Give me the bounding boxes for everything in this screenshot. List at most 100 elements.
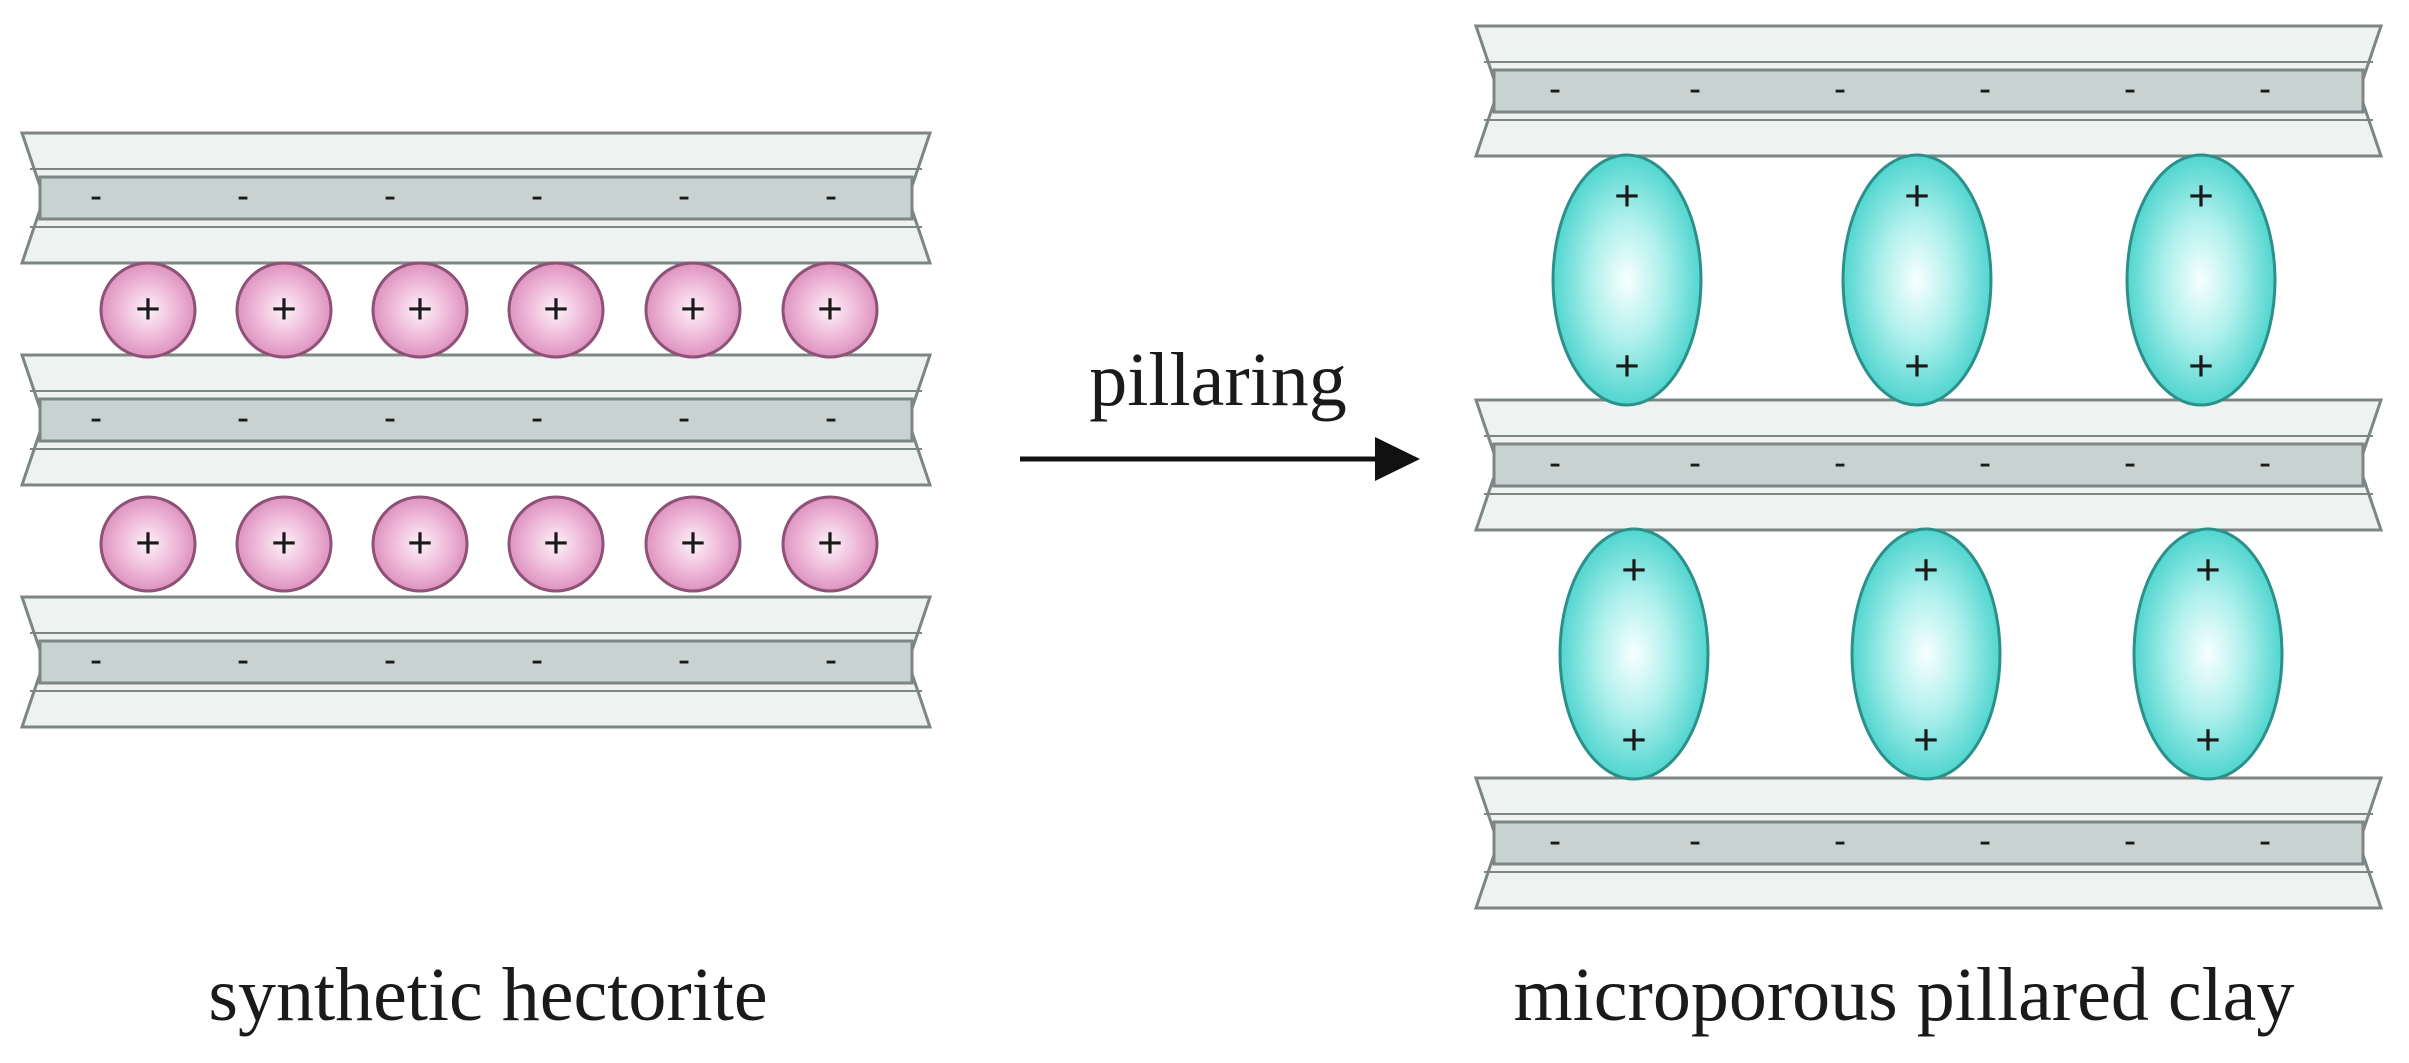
cation-sphere (235, 495, 333, 593)
positive-charge: + (271, 517, 297, 568)
positive-charge: + (135, 283, 161, 334)
negative-charge: - (2259, 70, 2270, 107)
right-caption: microporous pillared clay (1514, 953, 2295, 1037)
pillar: ++ (1850, 527, 2002, 781)
positive-charge: + (817, 283, 843, 334)
cation-sphere (781, 261, 879, 359)
negative-charge: - (1834, 70, 1845, 107)
positive-charge: + (2195, 714, 2221, 765)
layer-core (1492, 820, 2365, 866)
positive-charge: + (543, 283, 569, 334)
interlayer-cation: + (507, 261, 605, 359)
negative-charge: - (237, 399, 248, 436)
positive-charge: + (1913, 544, 1939, 595)
clay-layer: ------ (1473, 24, 2384, 158)
negative-charge: - (384, 399, 395, 436)
pillar: ++ (1551, 153, 1703, 407)
negative-charge: - (1689, 70, 1700, 107)
negative-charge: - (825, 641, 836, 678)
positive-charge: + (2195, 544, 2221, 595)
negative-charge: - (2259, 822, 2270, 859)
pillar-ellipse (2132, 527, 2284, 781)
positive-charge: + (1904, 170, 1930, 221)
negative-charge: - (90, 399, 101, 436)
arrow-head (1375, 437, 1420, 481)
positive-charge: + (680, 517, 706, 568)
negative-charge: - (1979, 444, 1990, 481)
layer-core (38, 175, 914, 221)
negative-charge: - (2124, 70, 2135, 107)
negative-charge: - (1549, 822, 1560, 859)
positive-charge: + (1621, 714, 1647, 765)
negative-charge: - (825, 399, 836, 436)
layer-core (38, 397, 914, 443)
interlayer-cation: + (644, 495, 742, 593)
interlayer-cation: + (371, 261, 469, 359)
pillar-ellipse (1850, 527, 2002, 781)
pillar: ++ (2132, 527, 2284, 781)
pillaring-arrow (1020, 437, 1420, 481)
negative-charge: - (1689, 444, 1700, 481)
cation-sphere (507, 261, 605, 359)
cation-sphere (644, 495, 742, 593)
positive-charge: + (1913, 714, 1939, 765)
negative-charge: - (384, 177, 395, 214)
cation-sphere (99, 261, 197, 359)
interlayer-cation: + (235, 495, 333, 593)
negative-charge: - (531, 177, 542, 214)
clay-layer: ------ (1473, 398, 2384, 532)
positive-charge: + (407, 517, 433, 568)
positive-charge: + (135, 517, 161, 568)
negative-charge: - (531, 641, 542, 678)
negative-charge: - (2259, 444, 2270, 481)
pillar-ellipse (1841, 153, 1993, 407)
negative-charge: - (1979, 70, 1990, 107)
cation-sphere (371, 495, 469, 593)
negative-charge: - (90, 641, 101, 678)
cation-sphere (781, 495, 879, 593)
negative-charge: - (2124, 822, 2135, 859)
arrow-label: pillaring (1089, 338, 1347, 422)
positive-charge: + (271, 283, 297, 334)
cation-sphere (235, 261, 333, 359)
negative-charge: - (384, 641, 395, 678)
interlayer-cation: + (99, 261, 197, 359)
positive-charge: + (1614, 170, 1640, 221)
left-caption: synthetic hectorite (208, 953, 767, 1037)
positive-charge: + (1621, 544, 1647, 595)
interlayer-cation: + (235, 261, 333, 359)
clay-layer: ------ (19, 353, 933, 487)
positive-charge: + (2188, 170, 2214, 221)
negative-charge: - (1979, 822, 1990, 859)
positive-charge: + (407, 283, 433, 334)
pillar-ellipse (1558, 527, 1710, 781)
cation-sphere (371, 261, 469, 359)
layer-core (1492, 442, 2365, 488)
cation-sphere (99, 495, 197, 593)
pillar: ++ (1841, 153, 1993, 407)
negative-charge: - (1834, 822, 1845, 859)
interlayer-cation: + (99, 495, 197, 593)
clay-layer: ------ (19, 595, 933, 729)
cation-sphere (644, 261, 742, 359)
interlayer-cation: + (371, 495, 469, 593)
pillar-ellipse (1551, 153, 1703, 407)
positive-charge: + (680, 283, 706, 334)
negative-charge: - (237, 177, 248, 214)
negative-charge: - (678, 399, 689, 436)
clay-layer: ------ (19, 131, 933, 265)
negative-charge: - (237, 641, 248, 678)
positive-charge: + (2188, 340, 2214, 391)
negative-charge: - (678, 177, 689, 214)
cation-sphere (507, 495, 605, 593)
interlayer-cation: + (781, 261, 879, 359)
interlayer-cation: + (507, 495, 605, 593)
negative-charge: - (1549, 444, 1560, 481)
negative-charge: - (1549, 70, 1560, 107)
layer-core (1492, 68, 2365, 114)
negative-charge: - (90, 177, 101, 214)
negative-charge: - (678, 641, 689, 678)
negative-charge: - (531, 399, 542, 436)
pillared-clay-structure: ------------------++++++++++++ (1473, 24, 2384, 910)
